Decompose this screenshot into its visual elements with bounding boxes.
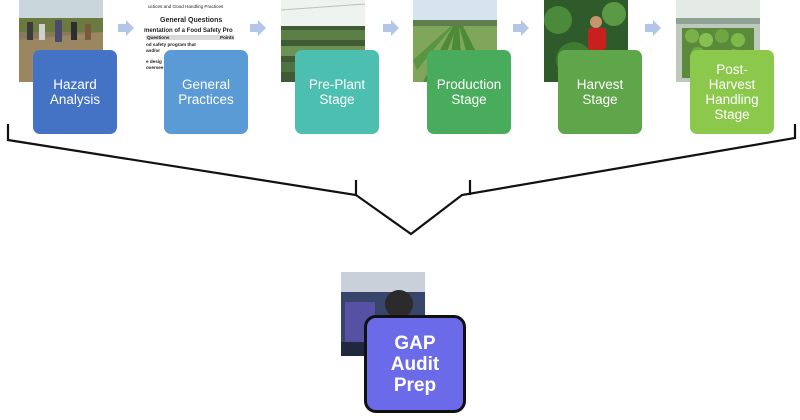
- chevron-right-icon: [645, 20, 661, 36]
- step-label-box: Post- Harvest Handling Stage: [690, 50, 774, 134]
- step-hazard-analysis: Hazard Analysis: [19, 0, 117, 140]
- doc-subtitle: mentation of a Food Safety Pro: [144, 28, 233, 34]
- step-post-harvest-handling-stage: Post- Harvest Handling Stage: [676, 0, 774, 140]
- step-label-box: Pre-Plant Stage: [295, 50, 379, 134]
- chevron-right-icon: [513, 20, 529, 36]
- step-production-stage: Production Stage: [413, 0, 511, 140]
- step-label-box: General Practices: [164, 50, 248, 134]
- doc-header: uctices and Good Handling Practices: [148, 4, 224, 9]
- doc-title: General Questions: [160, 17, 222, 24]
- farm-field-people-photo: [19, 0, 103, 82]
- funnel-left-line: [6, 124, 797, 236]
- doc-row3: e desig: [146, 59, 162, 64]
- step-label-box: Harvest Stage: [558, 50, 642, 134]
- step-harvest-stage: Harvest Stage: [544, 0, 642, 140]
- doc-row2: and/or: [146, 48, 160, 53]
- step-pre-plant-stage: Pre-Plant Stage: [281, 0, 379, 140]
- step-label-box: Hazard Analysis: [33, 50, 117, 134]
- step-label-box: Production Stage: [427, 50, 511, 134]
- step-general-practices: uctices and Good Handling Practices Gene…: [142, 0, 248, 140]
- doc-col2: Points: [220, 35, 234, 40]
- doc-row4: oversee: [146, 65, 164, 70]
- doc-row1: od safety program that: [146, 42, 196, 47]
- gap-audit-prep-box: GAP Audit Prep: [364, 315, 466, 413]
- doc-col1: Questions: [147, 35, 170, 40]
- chevron-right-icon: [250, 20, 266, 36]
- chevron-right-icon: [383, 20, 399, 36]
- chevron-right-icon: [118, 20, 134, 36]
